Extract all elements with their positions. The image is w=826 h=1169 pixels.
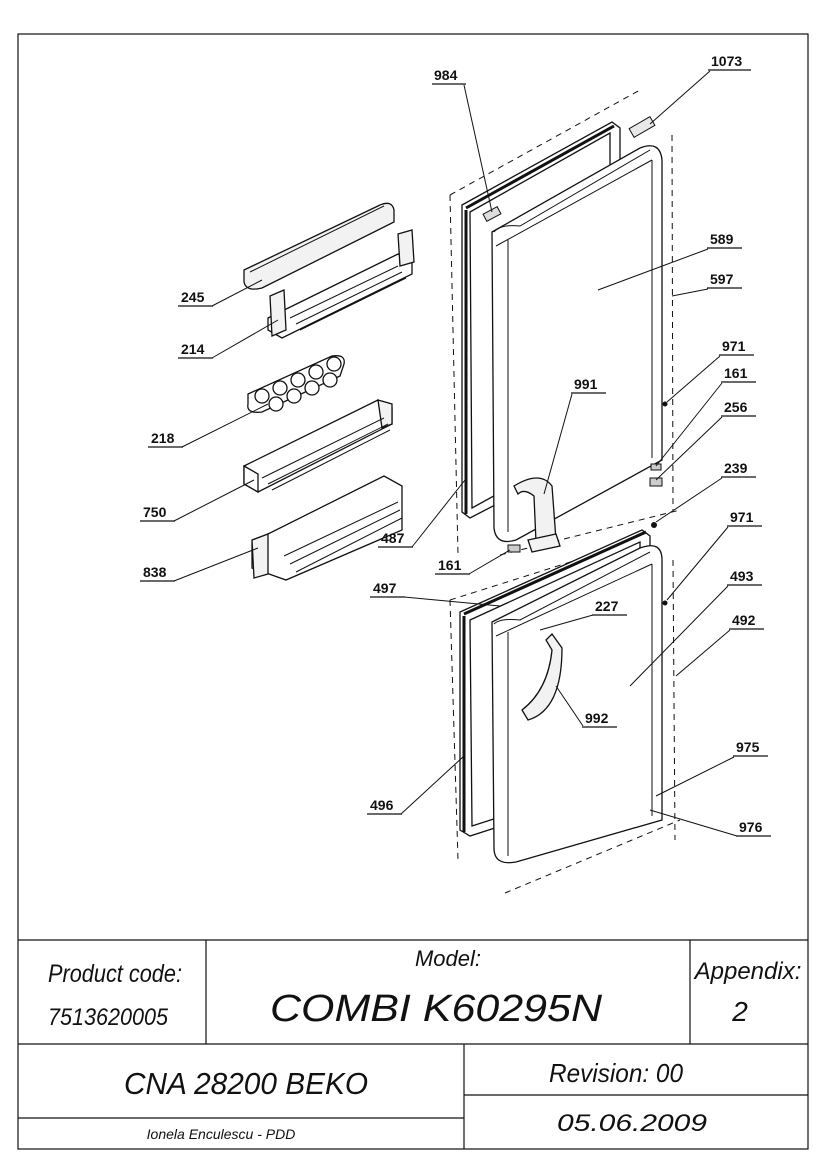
callout-976: 976: [739, 819, 763, 835]
callout-992: 992: [585, 710, 609, 726]
appendix-value: 2: [731, 996, 748, 1027]
callout-838: 838: [143, 564, 167, 580]
date-label: 05.06.2009: [557, 1110, 707, 1137]
callouts: 984 1073 589 597 971 161 991 256 239: [140, 53, 771, 837]
callout-984: 984: [434, 67, 458, 83]
gasket-clip: [482, 206, 502, 222]
door-balcony-214: [267, 229, 415, 339]
callout-245: 245: [181, 289, 205, 305]
appendix-label: Appendix:: [693, 958, 802, 985]
top-cap: [628, 115, 656, 139]
callout-214: 214: [181, 341, 205, 357]
callout-497: 497: [373, 580, 397, 596]
callout-991: 991: [574, 376, 598, 392]
drawing-frame: [17, 33, 809, 1150]
callout-496: 496: [370, 797, 394, 813]
model-value: COMBI K60295N: [270, 988, 603, 1030]
door-balcony-lid-245: [243, 202, 395, 290]
revision-label: Revision: 00: [549, 1058, 684, 1088]
callout-597: 597: [710, 271, 734, 287]
door-balcony-750: [243, 399, 393, 494]
callout-487: 487: [381, 530, 405, 546]
callout-256: 256: [724, 399, 748, 415]
title-block: Product code: 7513620005 Model: COMBI K6…: [18, 939, 808, 1149]
callout-161-upper: 161: [724, 365, 748, 381]
cna-label: CNA 28200 BEKO: [124, 1066, 368, 1101]
author-label: Ionela Enculescu - PDD: [147, 1126, 296, 1142]
callout-971-upper: 971: [722, 338, 746, 354]
lower-door: [491, 545, 663, 864]
product-code-label: Product code:: [48, 960, 182, 988]
egg-tray-218: [247, 355, 345, 413]
lower-door-handle: [521, 632, 563, 721]
callout-971-lower: 971: [730, 509, 754, 525]
callout-492: 492: [732, 612, 756, 628]
upper-door-handle: [513, 477, 561, 553]
upper-door: [491, 115, 663, 543]
callout-750: 750: [143, 504, 167, 520]
callout-239: 239: [724, 460, 748, 476]
product-code-value: 7513620005: [48, 1004, 169, 1031]
model-label: Model:: [415, 946, 481, 971]
callout-589: 589: [710, 231, 734, 247]
callout-161-lower: 161: [438, 557, 462, 573]
callout-218: 218: [151, 430, 175, 446]
door-balcony-838: [251, 475, 403, 581]
callout-1073: 1073: [711, 53, 742, 69]
callout-227: 227: [595, 598, 619, 614]
callout-493: 493: [730, 568, 754, 584]
callout-975: 975: [736, 739, 760, 755]
